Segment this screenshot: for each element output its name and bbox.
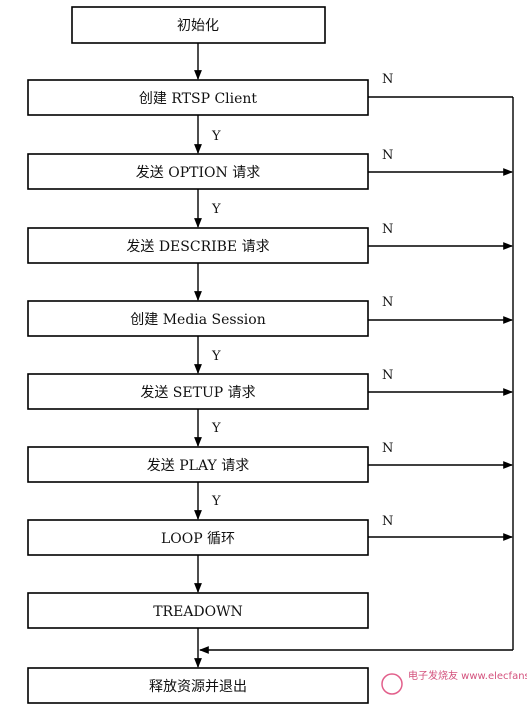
node-label: 初始化 (177, 17, 219, 34)
node-send-option: 发送 OPTION 请求 (27, 153, 369, 190)
node-label: 发送 OPTION 请求 (136, 165, 260, 181)
node-send-setup: 发送 SETUP 请求 (27, 373, 369, 410)
node-label: 创建 Media Session (130, 312, 265, 328)
node-label: 发送 SETUP 请求 (140, 385, 255, 401)
node-teardown: TREADOWN (27, 592, 369, 629)
node-init: 初始化 (71, 6, 326, 44)
no-label: N (382, 295, 393, 310)
watermark-icon (381, 673, 403, 695)
yes-label: Y (211, 129, 221, 144)
no-label: N (382, 222, 393, 237)
no-label: N (382, 514, 393, 529)
watermark-text: 电子发烧友 www.elecfans.com (408, 669, 527, 682)
node-label: TREADOWN (153, 604, 243, 620)
node-loop: LOOP 循环 (27, 519, 369, 556)
yes-label: Y (211, 421, 221, 436)
node-send-play: 发送 PLAY 请求 (27, 446, 369, 483)
watermark-logo: 电子发烧友 www.elecfans.com (381, 669, 527, 695)
node-label: 发送 DESCRIBE 请求 (126, 239, 269, 255)
node-create-session: 创建 Media Session (27, 300, 369, 337)
no-label: N (382, 148, 393, 163)
no-label: N (382, 368, 393, 383)
node-release-exit: 释放资源并退出 (27, 667, 369, 704)
node-send-describe: 发送 DESCRIBE 请求 (27, 227, 369, 264)
node-label: 创建 RTSP Client (139, 91, 258, 107)
no-label: N (382, 72, 393, 87)
no-label: N (382, 441, 393, 456)
node-create-client: 创建 RTSP Client (27, 79, 369, 116)
yes-label: Y (211, 494, 221, 509)
node-label: 发送 PLAY 请求 (147, 458, 249, 474)
yes-label: Y (211, 202, 221, 217)
node-label: 释放资源并退出 (149, 679, 247, 695)
node-label: LOOP 循环 (161, 531, 235, 547)
yes-label: Y (211, 349, 221, 364)
